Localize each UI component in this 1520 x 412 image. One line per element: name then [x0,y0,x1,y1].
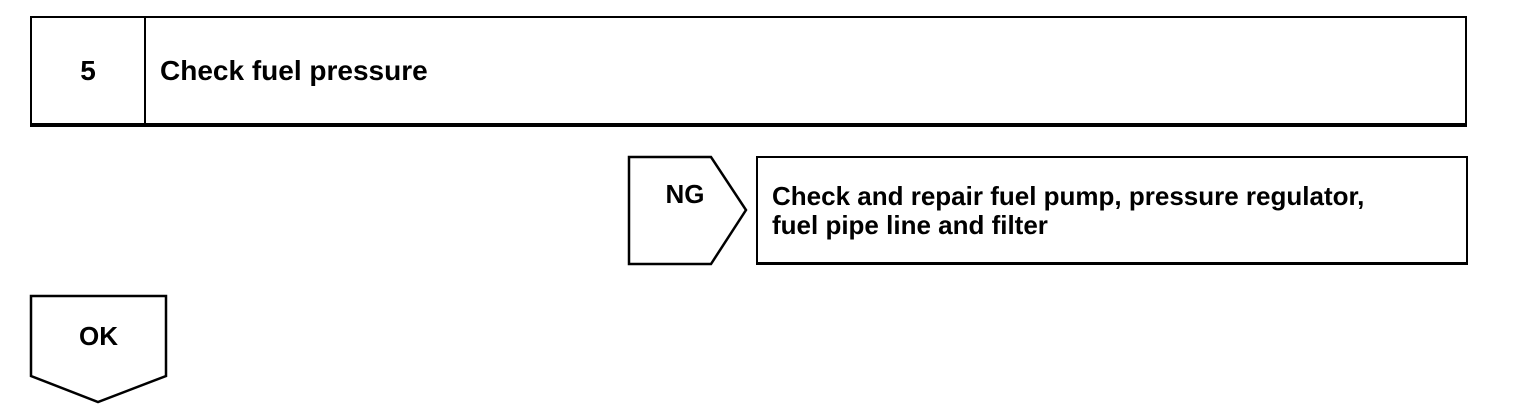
ng-action-line-1: Check and repair fuel pump, pressure reg… [772,181,1365,211]
ng-label: NG [665,179,705,209]
step-title: Check fuel pressure [160,54,428,86]
ng-action-box: Check and repair fuel pump, pressure reg… [756,156,1468,265]
ng-arrow-shape [627,155,748,266]
ok-label: OK [79,321,118,351]
ok-arrow-shape [29,294,168,404]
step-box: 5 Check fuel pressure [30,16,1467,127]
step-number: 5 [32,18,146,123]
ng-action-line-2: fuel pipe line and filter [772,210,1048,240]
